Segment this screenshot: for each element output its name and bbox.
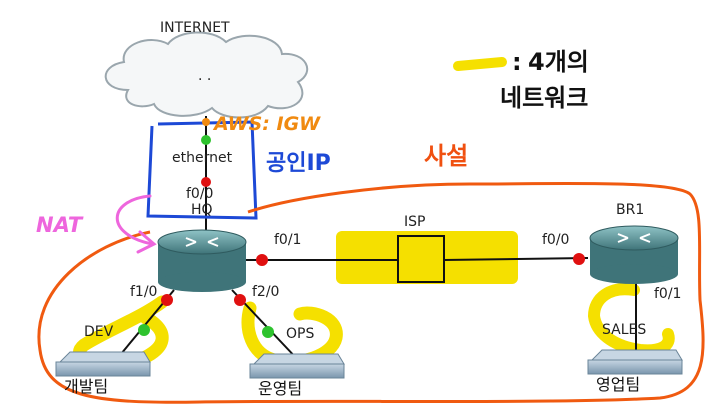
hq-f0-0-label: f0/0	[186, 186, 213, 202]
br1-f0-0-label: f0/0	[542, 232, 569, 248]
link-isp-br1	[443, 257, 589, 261]
sales-switch	[587, 349, 683, 375]
public-ip-annotation: 공인IP	[266, 151, 331, 176]
port-hq-ethernet	[201, 135, 211, 145]
isp-network-highlight	[336, 231, 518, 284]
internet-cloud: INTERNET . .	[104, 20, 309, 119]
isp-label: ISP	[404, 214, 425, 230]
isp-node	[397, 235, 445, 283]
port-br1-f0-0	[573, 253, 585, 265]
internet-label: INTERNET	[160, 20, 230, 36]
sales-switch-label: 영업팀	[596, 375, 640, 394]
port-hq-f0-0	[201, 177, 211, 187]
private-annotation: 사설	[424, 142, 468, 170]
private-network-outline	[37, 181, 705, 404]
port-ops-switch	[262, 326, 274, 338]
port-igw	[202, 118, 210, 126]
port-dev-switch	[138, 324, 150, 336]
port-hq-f2-0	[234, 294, 246, 306]
br1-f0-1-label: f0/1	[654, 286, 681, 302]
aws-igw-annotation: AWS: IGW	[212, 113, 321, 135]
hq-f0-1-label: f0/1	[274, 232, 301, 248]
legend-swatch	[453, 57, 507, 71]
br1-name: BR1	[616, 202, 644, 218]
sales-label: SALES	[602, 322, 646, 338]
legend-line2: 네트워크	[500, 84, 588, 112]
public-ip-box	[146, 120, 258, 220]
dev-label: DEV	[84, 324, 114, 340]
ops-switch	[249, 353, 345, 379]
hq-router	[157, 229, 247, 292]
br1-router	[589, 225, 679, 284]
ops-label: OPS	[286, 326, 314, 342]
dev-switch	[55, 351, 151, 377]
legend-line1: 4개의	[528, 48, 589, 76]
cloud-shape	[104, 31, 309, 119]
hq-name: HQ	[191, 202, 213, 218]
sales-network-highlight	[587, 283, 675, 357]
ops-switch-label: 운영팀	[258, 379, 302, 398]
legend-colon: :	[512, 48, 522, 76]
port-hq-f1-0	[161, 294, 173, 306]
cloud-dots: . .	[198, 68, 211, 84]
nat-annotation: NAT	[36, 213, 84, 237]
hq-f2-0-label: f2/0	[252, 284, 279, 300]
dev-switch-label: 개발팀	[64, 377, 108, 396]
nat-arrow	[115, 194, 157, 254]
hq-f1-0-label: f1/0	[130, 284, 157, 300]
port-hq-f0-1	[256, 254, 268, 266]
hq-ethernet-label: ethernet	[172, 150, 233, 166]
